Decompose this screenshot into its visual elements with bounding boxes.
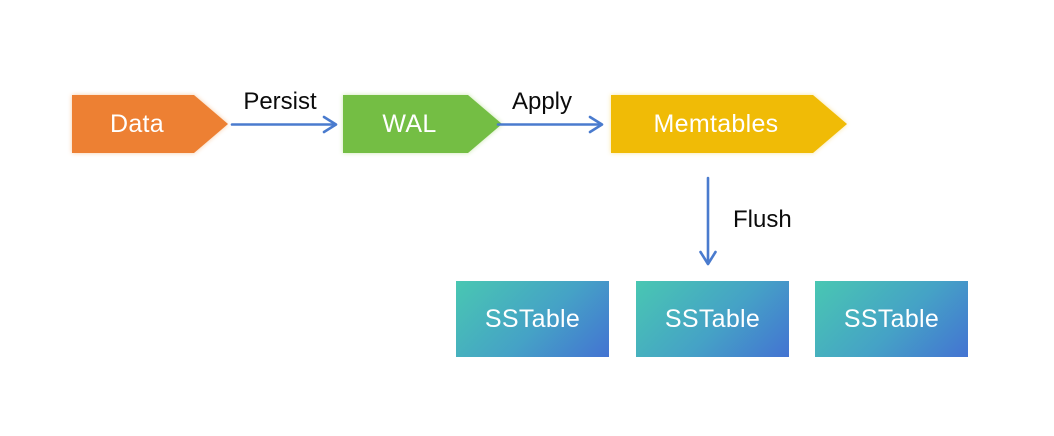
node-sstable-3: SSTable <box>815 281 968 357</box>
node-wal-label: WAL <box>382 109 437 138</box>
arrow-flush-icon <box>699 176 717 266</box>
node-memtables-label: Memtables <box>653 109 779 138</box>
edge-flush-label: Flush <box>733 206 792 233</box>
arrow-apply-icon <box>496 115 604 134</box>
node-memtables: Memtables <box>611 95 847 153</box>
edge-apply-label: Apply <box>511 88 573 115</box>
node-data-shape: Data <box>72 95 228 153</box>
node-sstable-1-label: SSTable <box>484 304 581 333</box>
node-data: Data <box>72 95 228 153</box>
node-memtables-shape: Memtables <box>611 95 847 153</box>
arrow-persist-icon <box>230 115 338 134</box>
node-sstable-1: SSTable <box>456 281 609 357</box>
node-sstable-2: SSTable <box>636 281 789 357</box>
node-sstable-2-label: SSTable <box>664 304 761 333</box>
node-data-label: Data <box>109 109 164 138</box>
edge-persist-label: Persist <box>243 88 317 115</box>
node-sstable-3-label: SSTable <box>843 304 940 333</box>
node-wal: WAL <box>343 95 502 153</box>
node-wal-shape: WAL <box>343 95 502 153</box>
